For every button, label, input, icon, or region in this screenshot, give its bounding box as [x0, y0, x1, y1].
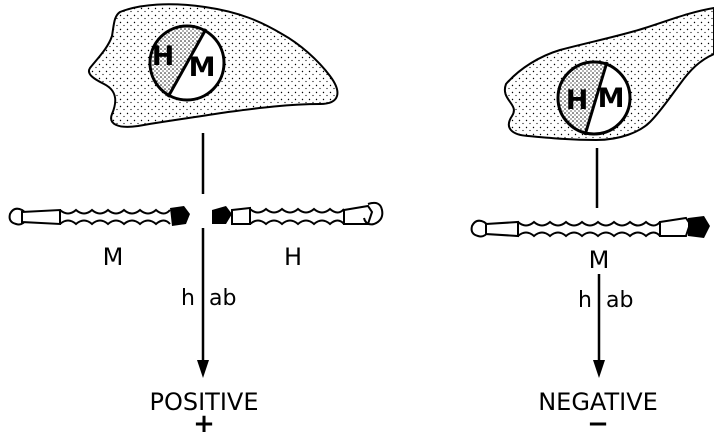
right-result-sign: −: [587, 409, 609, 434]
left-nucleus-label-h: H: [152, 41, 175, 72]
left-chromosome-m: [10, 206, 190, 226]
left-chromosome-h: [212, 203, 382, 225]
right-probe-label-ab: ab: [606, 288, 633, 313]
left-probe-label-h: h: [181, 286, 195, 311]
left-chromosome-label-h: H: [284, 243, 302, 271]
left-nucleus-label-m: M: [189, 52, 216, 83]
right-panel: H M M h ab NEGATIVE −: [472, 8, 714, 434]
right-nucleus-label-h: H: [566, 85, 589, 116]
right-arrowhead: [593, 360, 605, 378]
right-chromosome-m: [472, 216, 710, 238]
right-probe-label-h: h: [578, 288, 592, 313]
left-arrowhead: [197, 360, 209, 378]
left-nucleus: H M: [150, 26, 224, 100]
right-chromosome-label-m: M: [589, 246, 610, 274]
left-probe-label-ab: ab: [209, 286, 236, 311]
left-chromosome-label-m: M: [103, 243, 124, 271]
left-panel: H M M H h ab POSITIVE: [10, 4, 383, 434]
right-nucleus-label-m: M: [598, 83, 625, 114]
right-nucleus: H M: [558, 62, 630, 135]
left-result-sign: +: [193, 409, 215, 434]
